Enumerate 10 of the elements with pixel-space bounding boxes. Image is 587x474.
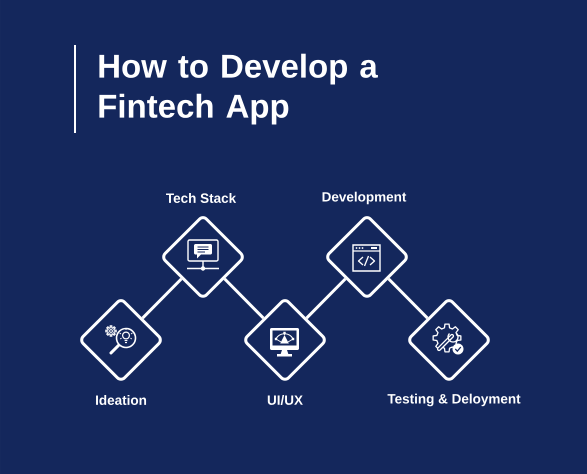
step-label: UI/UX — [268, 394, 303, 406]
connector-line — [388, 278, 428, 320]
title: How to Develop a Fintech App — [99, 54, 378, 124]
step-label: Testing & Deloyment — [388, 394, 520, 406]
step-label: Tech Stack — [166, 193, 236, 203]
connector-line — [306, 278, 346, 320]
connector-line — [224, 278, 264, 320]
step-label: Development — [322, 192, 406, 204]
connector-line — [142, 278, 182, 320]
step-label: Ideation — [96, 395, 146, 405]
